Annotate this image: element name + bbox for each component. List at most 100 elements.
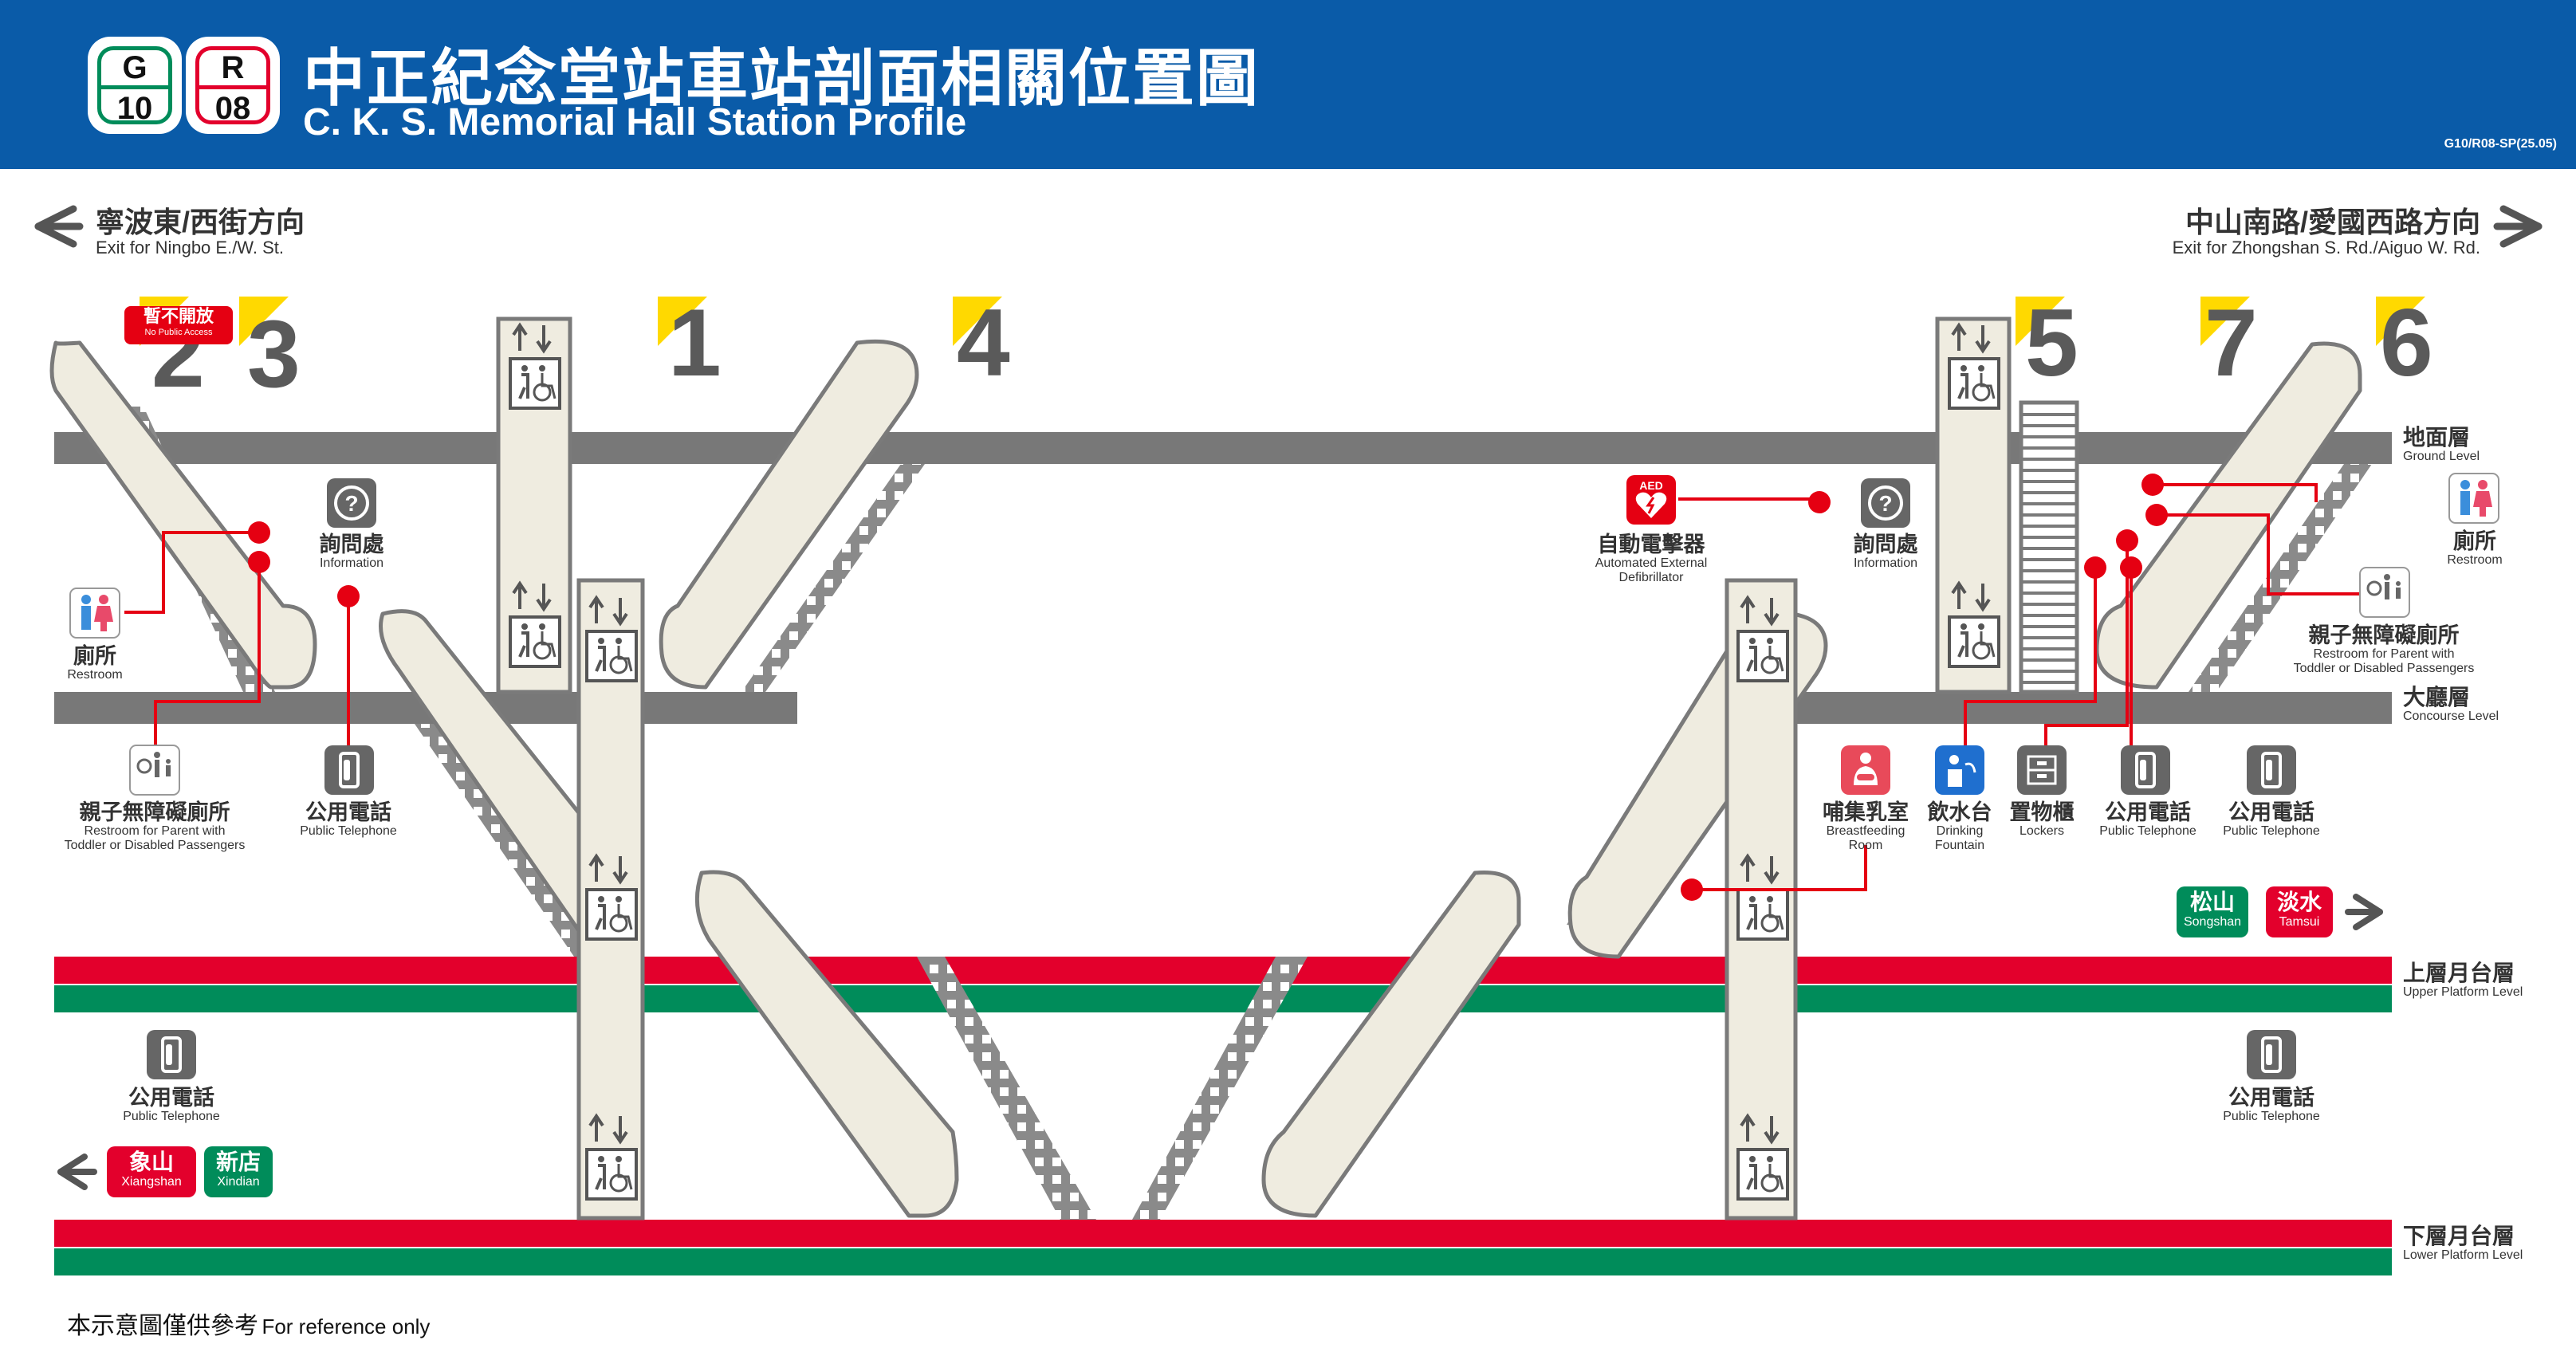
level-ground-en: Ground Level (2403, 450, 2480, 463)
restroom-zh: 廁所 (73, 644, 116, 668)
level-concourse-en: Concourse Level (2403, 709, 2499, 723)
telephone-icon-4 (2247, 1030, 2296, 1079)
level-ground-zh: 地面層 (2403, 425, 2471, 450)
breastfeeding-zh: 哺集乳室 (1823, 800, 1909, 824)
label-family-restroom-right: 親子無障礙廁所 Restroom for Parent with Toddler… (2272, 623, 2495, 676)
label-telephone-concourse-right-1: 公用電話 Public Telephone (2088, 800, 2208, 839)
telephone-zh-5: 公用電話 (2228, 1086, 2314, 1110)
badge-g-number: 10 (97, 85, 172, 126)
line-badge-green: G 10 (88, 37, 182, 134)
page-title-en: C. K. S. Memorial Hall Station Profile (303, 101, 967, 143)
telephone-icon-3 (2247, 745, 2296, 795)
aed-en1: Automated External (1595, 556, 1708, 570)
drinking-zh: 飲水台 (1927, 800, 1992, 824)
xiangshan-zh: 象山 (128, 1150, 174, 1174)
aed-zh: 自動電擊器 (1597, 533, 1705, 556)
elevator-icon-4 (585, 1113, 638, 1201)
lockers-zh: 置物櫃 (2009, 800, 2075, 824)
closed-notice-badge: 暫不開放 No Public Access (124, 306, 233, 344)
badge-r-inner: R 08 (195, 46, 270, 126)
exit-number-3: 3 (247, 301, 301, 407)
stairs-exit-4 (741, 464, 925, 692)
telephone-en-5: Public Telephone (2223, 1110, 2320, 1123)
destination-xiangshan: 象山 Xiangshan (107, 1146, 196, 1197)
badge-g-line: G (122, 50, 147, 85)
badge-r-number: 08 (195, 85, 270, 126)
direction-left-zh: 寧波東/西街方向 (96, 206, 305, 238)
escalator-platform-left (694, 870, 959, 1218)
family-restroom-zh: 親子無障礙廁所 (79, 800, 230, 824)
label-drinking-fountain: 飲水台 Drinking Fountain (1920, 800, 2000, 853)
tamsui-en: Tamsui (2279, 915, 2320, 929)
map-code: G10/R08-SP(25.05) (2444, 137, 2557, 151)
information-en: Information (319, 556, 384, 570)
restroom-en-2: Restroom (2447, 553, 2503, 567)
xindian-en: Xindian (217, 1175, 260, 1189)
information-icon: ? (327, 478, 376, 528)
aed-en2: Defibrillator (1618, 571, 1684, 584)
label-telephone-platform-right: 公用電話 Public Telephone (2212, 1086, 2331, 1124)
leader-lines (124, 483, 2360, 891)
information-zh-2: 詢問處 (1853, 533, 1918, 556)
label-aed: 自動電擊器 Automated External Defibrillator (1579, 533, 1724, 585)
elevator-icon-3 (585, 853, 638, 941)
lower-platform-bars (54, 1220, 2392, 1275)
elevator-icon-2 (585, 595, 638, 682)
direction-right-en: Exit for Zhongshan S. Rd./Aiguo W. Rd. (2172, 238, 2480, 257)
telephone-icon-0 (324, 745, 374, 795)
lockers-en: Lockers (2019, 824, 2065, 838)
telephone-zh-2: 公用電話 (128, 1086, 214, 1110)
label-lockers: 置物櫃 Lockers (2002, 800, 2082, 839)
telephone-en-1: Public Telephone (300, 824, 397, 838)
closed-notice-zh: 暫不開放 (143, 306, 214, 326)
aed-icon: AED (1626, 475, 1676, 525)
family-restroom-en2-2: Toddler or Disabled Passengers (2293, 662, 2475, 675)
arrow-left-icon-platform (57, 1154, 97, 1190)
breastfeeding-en2: Room (1848, 839, 1883, 852)
telephone-zh-3: 公用電話 (2105, 800, 2191, 824)
label-restroom-right: 廁所 Restroom (2435, 529, 2515, 568)
exit-number-6: 6 (2380, 289, 2433, 396)
xiangshan-en: Xiangshan (121, 1175, 182, 1189)
badge-r-line: R (221, 50, 245, 85)
elevator-icon-7 (1736, 595, 1789, 682)
line-badge-red: R 08 (186, 37, 280, 134)
drinking-en1: Drinking (1936, 824, 1984, 838)
label-breastfeeding: 哺集乳室 Breastfeeding Room (1810, 800, 1921, 853)
elevator-icon-5 (1948, 322, 2000, 410)
direction-right-zh: 中山南路/愛國西路方向 (2185, 206, 2480, 238)
header-bar: G 10 R 08 中正紀念堂站車站剖面相關位置圖 C. K. S. Memor… (0, 0, 2576, 169)
breastfeeding-en1: Breastfeeding (1826, 824, 1905, 838)
breastfeeding-icon (1841, 745, 1890, 795)
exit-flag-3 (953, 297, 1002, 346)
information-icon-right: ? (1861, 478, 1910, 528)
telephone-icon-1 (147, 1030, 196, 1079)
level-lower-en: Lower Platform Level (2403, 1248, 2523, 1262)
elevator-icon-9 (1736, 1113, 1789, 1201)
level-upper-zh: 上層月台層 (2403, 961, 2515, 985)
level-label-concourse: 大廳層 Concourse Level (2403, 686, 2499, 724)
stairs-to-lower-platform-left (917, 957, 1096, 1220)
destination-songshan: 松山 Songshan (2177, 886, 2248, 937)
escalator-exit-2 (49, 340, 317, 690)
restroom-en: Restroom (67, 668, 123, 682)
level-concourse-zh: 大廳層 (2403, 685, 2471, 709)
label-restroom-left: 廁所 Restroom (62, 644, 128, 682)
arrow-right-icon-platform (2345, 894, 2383, 930)
label-telephone-concourse-right-2: 公用電話 Public Telephone (2212, 800, 2331, 839)
page-title: 中正紀念堂站車站剖面相關位置圖 (303, 43, 1260, 113)
arrow-left-icon (34, 205, 84, 248)
escalator-exit-4 (659, 339, 919, 690)
direction-left-en: Exit for Ningbo E./W. St. (96, 238, 284, 257)
xindian-zh: 新店 (215, 1150, 261, 1174)
songshan-zh: 松山 (2189, 890, 2235, 914)
label-telephone-concourse-left: 公用電話 Public Telephone (289, 800, 408, 839)
telephone-zh-1: 公用電話 (305, 800, 391, 824)
staircase-exit-5 (2019, 400, 2079, 694)
closed-notice-en: No Public Access (144, 328, 213, 337)
exit-number-5: 5 (2025, 289, 2078, 396)
stairs-exit-6 (2189, 464, 2372, 692)
songshan-en: Songshan (2183, 915, 2242, 929)
family-restroom-en2: Toddler or Disabled Passengers (64, 839, 246, 852)
